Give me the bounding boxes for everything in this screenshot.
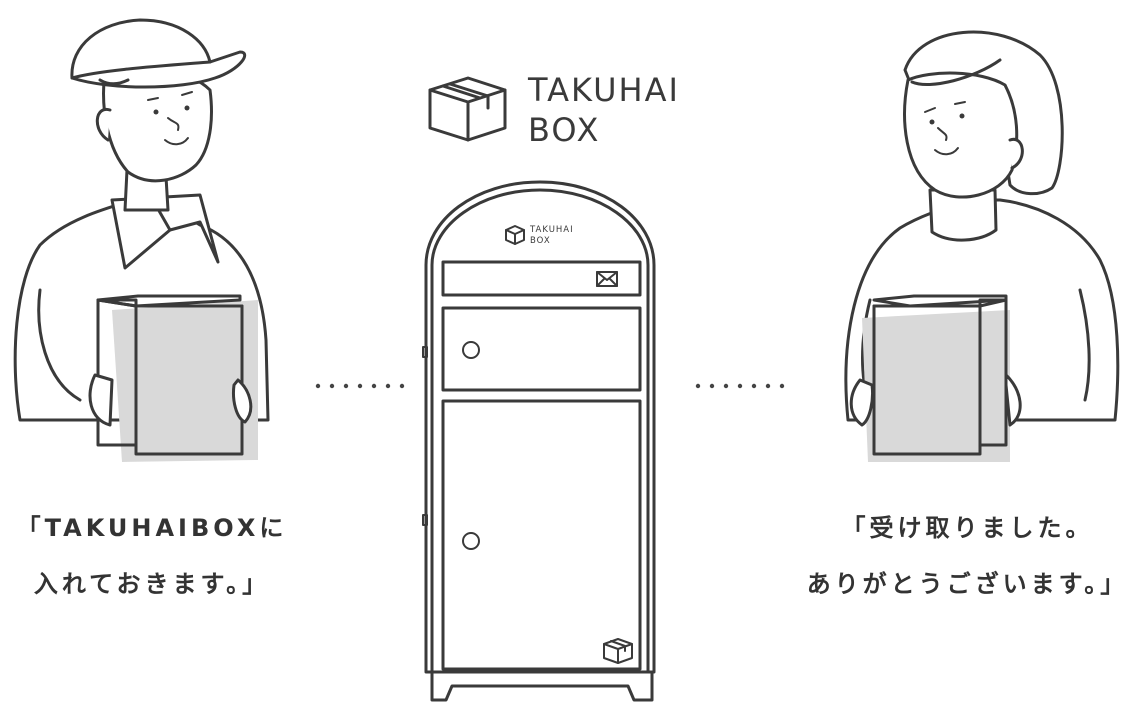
box-logo-line1: TAKUHAI (529, 225, 574, 235)
logo-line1: TAKUHAI (527, 71, 680, 109)
upper-door (441, 306, 642, 392)
dotted-connector (315, 383, 405, 389)
left-caption: 「TAKUHAIBOXに 入れておきます。」 (2, 500, 302, 612)
delivery-box: TAKUHAI BOX (422, 180, 656, 702)
delivery-person (13, 18, 270, 462)
package-icon (428, 76, 507, 142)
right-caption-line1: 「受け取りました。 (841, 514, 1094, 542)
mail-icon (596, 271, 618, 287)
small-package-icon (603, 638, 633, 664)
left-caption-line2: 入れておきます。」 (33, 570, 271, 598)
upper-door-lock (462, 341, 480, 359)
lower-door-lock (462, 532, 480, 550)
left-caption-line1: 「TAKUHAIBOXに (16, 514, 288, 542)
right-caption-line2: ありがとうございます。」 (806, 570, 1129, 598)
dotted-connector (695, 383, 785, 389)
right-caption: 「受け取りました。 ありがとうございます。」 (790, 500, 1145, 612)
box-logo: TAKUHAI BOX (505, 225, 574, 246)
logo: TAKUHAI BOX (428, 71, 680, 149)
lower-door (441, 399, 642, 671)
mail-slot (441, 260, 642, 297)
logo-line2: BOX (528, 111, 600, 149)
box-logo-line2: BOX (530, 236, 551, 246)
recipient-person (844, 30, 1120, 462)
